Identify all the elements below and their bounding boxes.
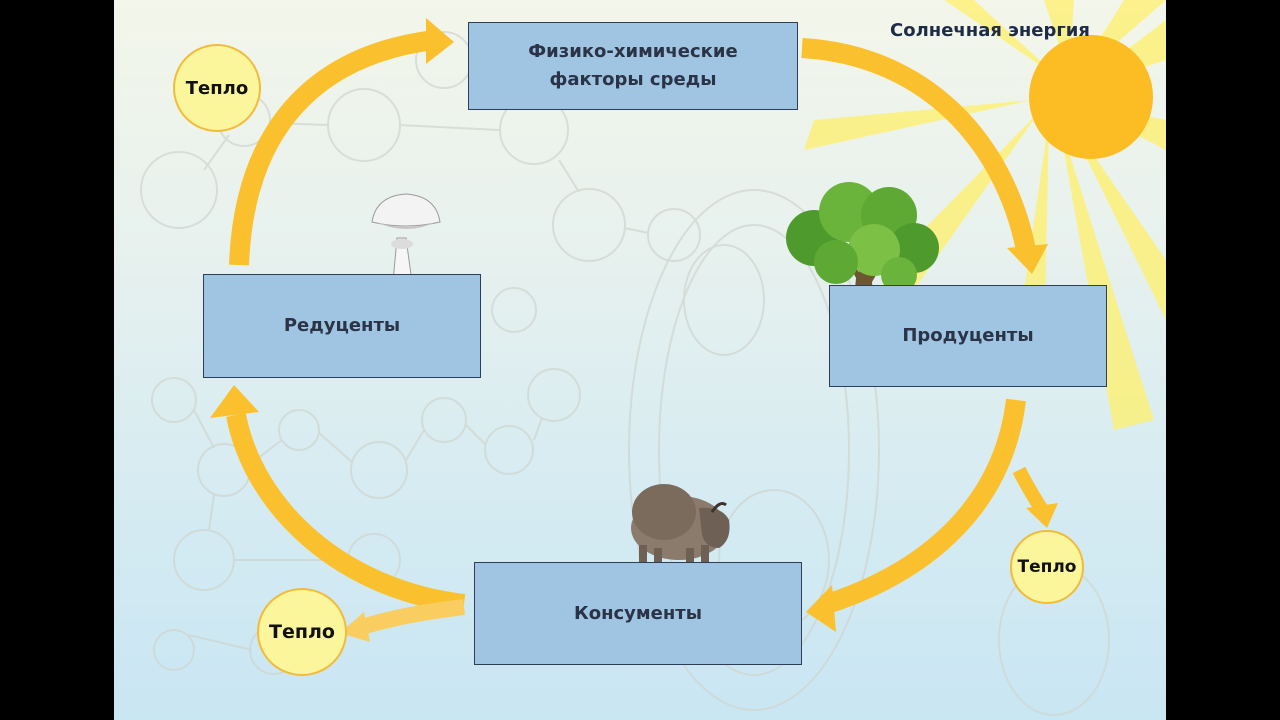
arrow-producers-to-heat [1019,470,1042,510]
consumers-box: Консументы [474,562,802,665]
arrow-producers-to-consumers [824,400,1016,605]
heat-label-bottom-left: Тепло [257,588,347,676]
slide: Солнечная энергия Физико-химические факт… [114,0,1166,720]
arrow-reducers-to-environment [239,40,434,265]
arrow-consumers-to-reducers [236,415,464,604]
environment-line-2: факторы среды [528,66,737,94]
arrowhead-consumers [806,585,836,632]
producers-box: Продуценты [829,285,1107,387]
arrowhead-environment [426,18,454,64]
heat-label-right: Тепло [1010,530,1084,604]
heat-label-top-left: Тепло [173,44,261,132]
arrowhead-heat-right [1026,503,1058,528]
environment-factors-box: Физико-химические факторы среды [468,22,798,110]
reducers-box: Редуценты [203,274,481,378]
arrowhead-reducers [210,385,259,418]
solar-energy-label: Солнечная энергия [890,20,1090,41]
sun-icon [1029,35,1153,159]
arrow-consumers-to-heat [359,607,464,628]
environment-line-1: Физико-химические [528,38,737,66]
